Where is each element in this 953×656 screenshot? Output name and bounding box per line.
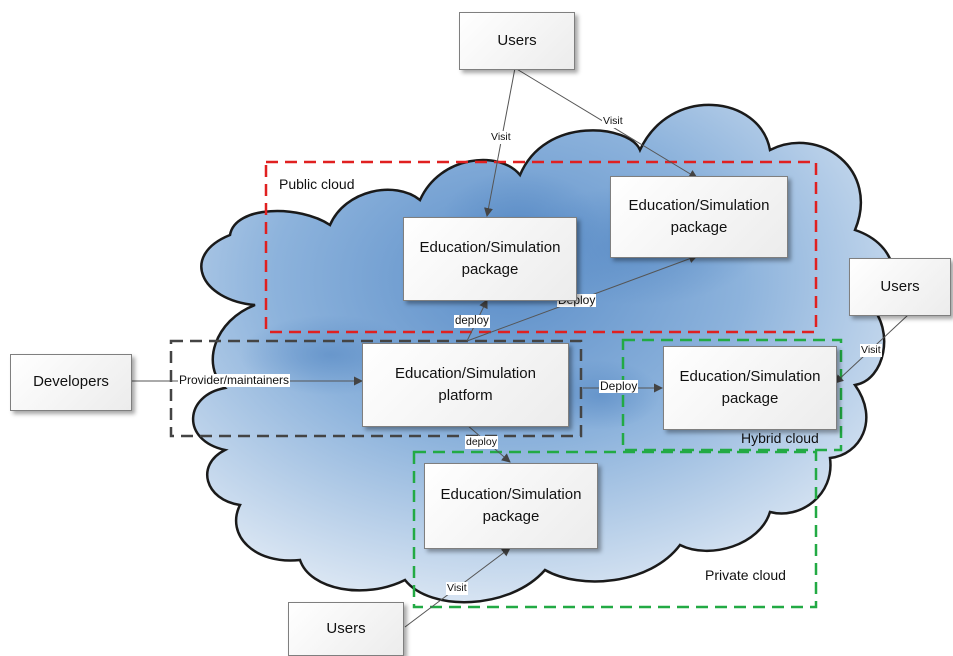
provider-label: Provider/maintainers	[178, 373, 291, 387]
private-cloud-label: Private cloud	[705, 567, 786, 583]
package-hybrid-text: Education/Simulation package	[679, 367, 821, 408]
visit-label-top-left: Visit	[490, 131, 512, 144]
platform-box: Education/Simulation platform	[362, 343, 569, 427]
visit-label-top-right: Visit	[602, 115, 624, 128]
public-cloud-label: Public cloud	[279, 176, 355, 192]
visit-label-right: Visit	[860, 344, 882, 357]
visit-label-bottom: Visit	[446, 582, 468, 595]
package-private-text: Education/Simulation package	[440, 485, 582, 526]
package-private: Education/Simulation package	[424, 463, 598, 549]
platform-text: Education/Simulation platform	[395, 364, 536, 405]
users-right-text: Users	[880, 277, 920, 295]
deploy-label-hybrid: Deploy	[599, 379, 639, 393]
users-bottom-text: Users	[326, 619, 366, 637]
package-public-right: Education/Simulation package	[610, 176, 788, 258]
deploy-label-private: deploy	[465, 436, 498, 449]
hybrid-cloud-label: Hybrid cloud	[741, 430, 819, 446]
platform-region	[169, 339, 583, 438]
developers-text: Developers	[33, 373, 109, 391]
package-public-left-text: Education/Simulation package	[419, 238, 561, 279]
package-public-left: Education/Simulation package	[403, 217, 577, 301]
package-hybrid: Education/Simulation package	[663, 346, 837, 430]
hybrid-cloud-region	[621, 338, 843, 452]
developers-box: Developers	[10, 354, 132, 411]
private-cloud-region	[412, 450, 818, 609]
users-box-right: Users	[849, 258, 951, 316]
users-top-text: Users	[497, 31, 537, 49]
public-cloud-region	[264, 160, 818, 334]
users-box-top: Users	[459, 12, 575, 70]
package-public-right-text: Education/Simulation package	[628, 196, 770, 237]
users-box-bottom: Users	[288, 602, 404, 656]
deploy-label-public-left: deploy	[454, 315, 490, 328]
